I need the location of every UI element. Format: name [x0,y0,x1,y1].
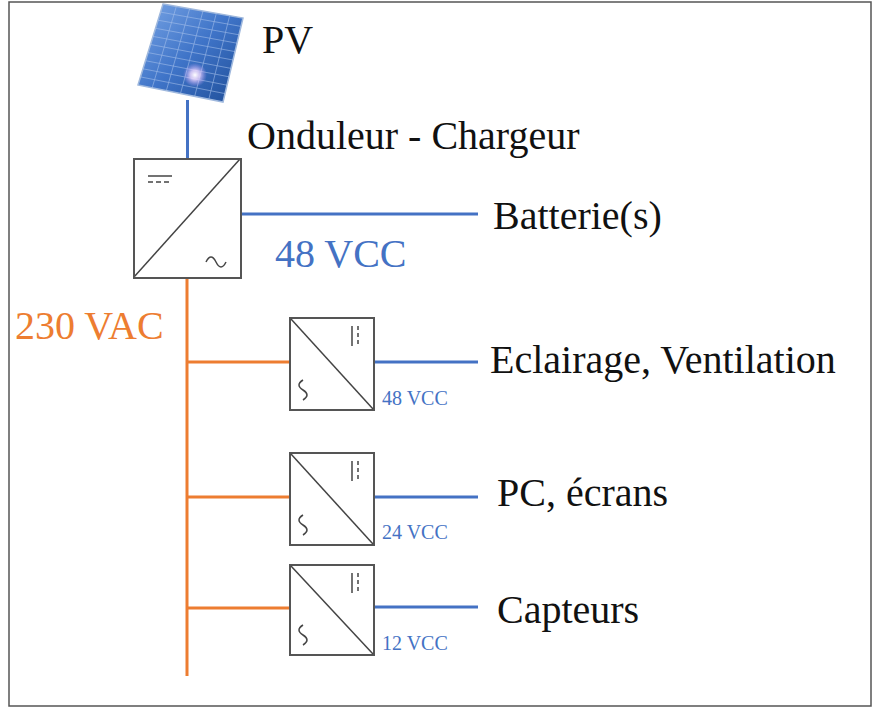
inverter-symbols [134,159,240,277]
pv-panel-shape [133,3,245,103]
pv-panel: PV [133,3,245,103]
device-heading: Onduleur - Chargeur [247,116,580,156]
dc-wire [186,100,189,158]
ac-bus [187,279,290,676]
voltage-label: 230 VAC [15,306,164,346]
voltage-label: 48 VCC [382,388,448,408]
voltage-label: 48 VCC [275,234,407,274]
load-label: Batterie(s) [493,196,662,236]
inverter-charger-box: Onduleur - Chargeur [133,158,242,279]
frame [9,2,871,706]
panel-label: PV [262,20,313,60]
voltage-label: 12 VCC [382,633,448,653]
voltage-label: 24 VCC [382,522,448,542]
load-label: Eclairage, Ventilation [490,340,836,380]
converter-symbols [291,319,373,654]
acdc-converters [290,318,374,655]
dc-wires [242,214,478,607]
load-label: Capteurs [497,590,639,630]
load-label: PC, écrans [497,473,668,513]
